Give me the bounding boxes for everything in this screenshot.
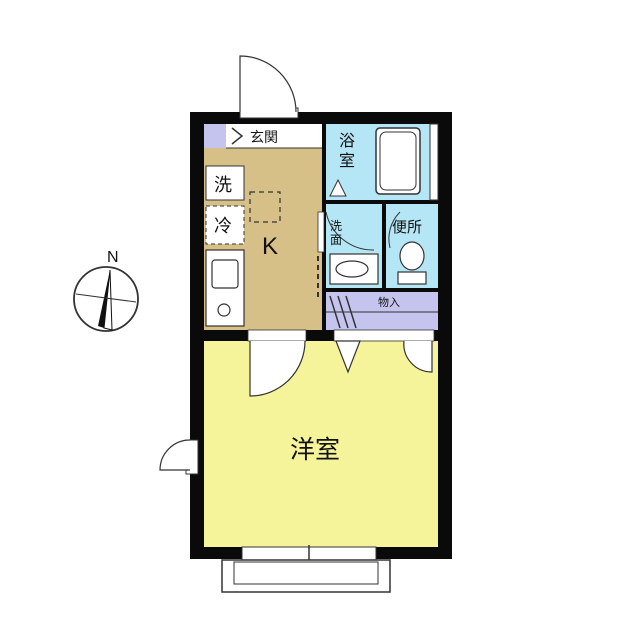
storage-floor	[326, 292, 438, 330]
fridge-label: 冷	[214, 216, 232, 237]
kitchen-fixture-dashed	[249, 191, 281, 223]
compass-needle-dark	[98, 270, 110, 328]
kitchen-sink	[211, 259, 239, 289]
wall-wash-toilet	[382, 204, 386, 288]
washbasin-door-opening	[317, 211, 325, 253]
bathtub-inner	[379, 131, 417, 191]
compass: N	[73, 249, 139, 332]
washbasin-bowl	[335, 260, 369, 278]
kitchen-room-door-swing	[249, 340, 306, 397]
kitchen-stove	[217, 303, 231, 317]
wall-middle	[204, 330, 438, 341]
toilet-door-swing	[388, 211, 401, 249]
balcony-inner	[233, 561, 379, 585]
entrance-label: 玄関	[250, 129, 278, 146]
entrance-step-block	[204, 124, 226, 148]
toilet-label: 便所	[392, 218, 422, 236]
washbasin-label: 洗面	[330, 219, 342, 247]
compass-needle-light	[103, 269, 113, 331]
washbasin-door-swing	[325, 211, 375, 251]
compass-cross-line	[75, 293, 137, 303]
toilet-bowl	[399, 241, 425, 271]
wall-bath-bottom	[326, 200, 438, 204]
storage-door-swing-right	[403, 340, 433, 373]
front-door-swing	[239, 55, 297, 113]
bath-window	[429, 123, 439, 201]
wall-wet-storage	[326, 288, 438, 292]
western-room-floor	[204, 341, 438, 547]
fridge-space	[205, 205, 245, 245]
side-window-swing	[159, 439, 191, 471]
kitchen-label: K	[262, 233, 278, 260]
storage-room-door-opening	[333, 329, 435, 342]
compass-north-label: N	[107, 249, 119, 266]
storage-door-swing-left	[335, 340, 361, 374]
toilet-tank	[397, 271, 427, 285]
washer-space	[205, 165, 245, 201]
washer-label: 洗	[214, 175, 232, 196]
western-room-label: 洋室	[290, 435, 340, 464]
storage-label: 物入	[378, 295, 400, 309]
entrance-step-marker	[231, 127, 244, 145]
kitchen-room-door-opening	[247, 329, 307, 342]
bath-label-1: 浴室	[339, 131, 355, 170]
bath-door-marker	[329, 178, 347, 197]
